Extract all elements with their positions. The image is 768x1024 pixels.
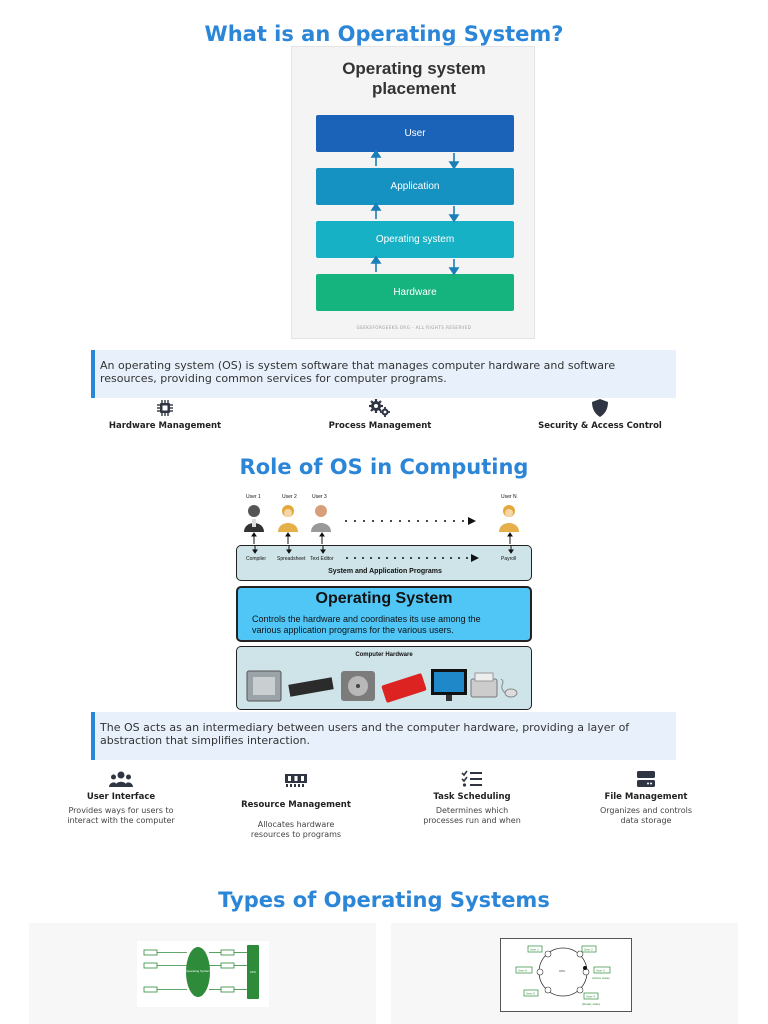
user-node-label: User 3 [596, 969, 605, 973]
state-label: (Ready state) [582, 1002, 600, 1006]
feature-description: Determines which processes run and when [423, 806, 521, 825]
state-label: (Active state) [592, 976, 610, 980]
feature-title: Security & Access Control [538, 421, 662, 431]
os-type-card: Operating System CPU [29, 923, 376, 1024]
hardware-images [246, 669, 518, 703]
programs-label: System and Application Programs [328, 568, 442, 575]
program-label: Compiler [246, 556, 267, 562]
feature-file-management: File Management Organizes and controls d… [586, 770, 706, 826]
user-node-label: User 5 [526, 992, 535, 996]
layer-application: Application [316, 168, 514, 205]
user-label: User 3 [312, 494, 327, 500]
batch-os-diagram: Operating System CPU [137, 941, 269, 1007]
feature-process-management: Process Management [320, 399, 440, 431]
feature-description: Allocates hardware resources to programs [250, 820, 342, 839]
shield-icon [592, 399, 608, 417]
feature-title: Hardware Management [108, 421, 222, 431]
user-1-icon [244, 505, 264, 532]
layer-hardware: Hardware [316, 274, 514, 311]
hardware-label: Computer Hardware [355, 652, 413, 658]
computer-hardware-box: Computer Hardware [236, 646, 532, 710]
os-node-label: Operating System [186, 969, 211, 973]
cpu-node-label: CPU [559, 969, 565, 973]
feature-title: Task Scheduling [433, 792, 511, 802]
os-definition-callout: An operating system (OS) is system softw… [91, 350, 676, 398]
keyboard-icon [381, 673, 427, 703]
os-description: Controls the hardware and coordinates it… [252, 614, 481, 635]
section-title-types-of-os: Types of Operating Systems [218, 888, 550, 912]
system-application-programs-box: Compiler Spreadsheet Text Editor Payroll… [236, 545, 532, 581]
printer-icon [470, 672, 498, 698]
feature-security-access-control: Security & Access Control [530, 399, 670, 431]
cpu-node-label: CPU [250, 970, 256, 974]
user-label: User N [501, 494, 517, 500]
program-label: Spreadsheet [277, 556, 306, 562]
os-intermediary-callout: The OS acts as an intermediary between u… [91, 712, 676, 760]
user-2-icon [278, 505, 298, 532]
user-3-icon [311, 505, 331, 532]
hard-disk-icon [341, 671, 375, 701]
os-placement-diagram: Operating system placement User Applicat… [291, 46, 535, 339]
cpu-chip-icon [246, 670, 282, 702]
os-title: Operating System [315, 590, 453, 607]
monitor-icon [431, 669, 467, 701]
program-label: Payroll [501, 556, 517, 562]
section-title-role-of-os: Role of OS in Computing [239, 455, 529, 479]
program-arrows [252, 546, 514, 562]
feature-user-interface: User Interface Provides ways for users t… [66, 770, 176, 826]
diagram-footer: GEEKSFORGEEKS.ORG - ALL RIGHTS RESERVED [356, 325, 472, 330]
feature-title: Process Management [328, 421, 432, 431]
user-node-label: User 2 [584, 948, 593, 952]
feature-title: File Management [604, 792, 688, 802]
operating-system-box: Operating System Controls the hardware a… [236, 586, 532, 642]
feature-title: User Interface [86, 792, 156, 802]
ram-icon [288, 677, 334, 697]
memory-icon [285, 774, 307, 787]
feature-title: Resource Management [241, 800, 351, 810]
user-node-label: User 6 [518, 969, 527, 973]
feature-hardware-management: Hardware Management [105, 399, 225, 431]
user-n-icon [499, 505, 519, 532]
gears-icon [369, 399, 390, 417]
diagram-title: Operating system placement [342, 59, 486, 98]
feature-resource-management: Resource Management Allocates hardware r… [236, 770, 356, 840]
mouse-icon [500, 678, 518, 698]
user-node-label: User 4 [586, 995, 595, 999]
feature-description: Organizes and controls data storage [599, 806, 693, 825]
users-row: User 1 User 2 User 3 User N [234, 486, 534, 544]
user-label: User 2 [282, 494, 297, 500]
server-icon [637, 771, 655, 787]
tasks-icon [461, 770, 482, 787]
feature-description: Provides ways for users to interact with… [67, 806, 175, 825]
user-node-label: User 1 [530, 948, 539, 952]
users-icon [109, 771, 133, 787]
program-label: Text Editor [310, 556, 334, 562]
os-role-diagram: User 1 User 2 User 3 User N [234, 486, 534, 712]
user-label: User 1 [246, 494, 261, 500]
feature-task-scheduling: Task Scheduling Determines which process… [412, 770, 532, 826]
layer-operating-system: Operating system [316, 221, 514, 258]
os-type-card: User 1 User 2 User 3 User 4 User 5 User … [391, 923, 738, 1024]
chip-icon [157, 400, 173, 416]
layer-arrows [370, 149, 460, 276]
user-figures [244, 505, 519, 544]
section-title-what-is-os: What is an Operating System? [204, 22, 564, 46]
timesharing-os-diagram: User 1 User 2 User 3 User 4 User 5 User … [500, 938, 632, 1012]
layer-user: User [316, 115, 514, 152]
